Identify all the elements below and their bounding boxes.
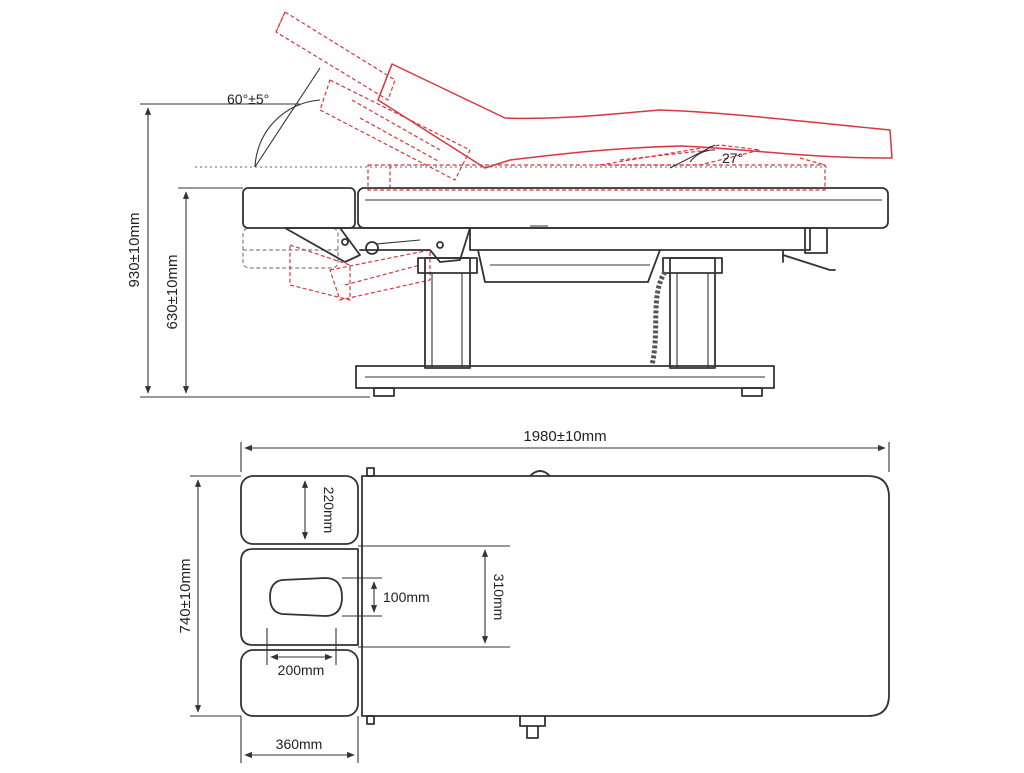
total-height-label: 930±10mm bbox=[126, 213, 143, 288]
face-section bbox=[240, 548, 359, 646]
bottom-handle bbox=[519, 715, 546, 739]
table-frame bbox=[469, 227, 811, 251]
left-foot bbox=[373, 387, 395, 397]
side-view: 60°±5° 27° bbox=[126, 11, 893, 398]
right-foot bbox=[741, 387, 763, 397]
table-height-label: 630±10mm bbox=[164, 255, 181, 330]
head-section-width-label: 360mm bbox=[276, 736, 323, 752]
motor-housing bbox=[477, 249, 661, 283]
right-column-cap bbox=[662, 257, 723, 274]
backrest-angle-label: 27° bbox=[722, 150, 743, 166]
width-label: 740±10mm bbox=[177, 559, 194, 634]
backrest-angle-arc bbox=[689, 149, 716, 163]
headrest-bracket bbox=[284, 227, 361, 263]
table-top-cushion bbox=[357, 187, 889, 229]
armrest-width-label: 200mm bbox=[278, 662, 325, 678]
foot-support bbox=[804, 227, 828, 254]
head-section-label: 310mm bbox=[491, 574, 507, 621]
headrest-angle-label: 60°±5° bbox=[227, 91, 269, 107]
adjust-knob bbox=[365, 241, 379, 255]
lower-armrest bbox=[240, 649, 359, 717]
face-hole-label: 100mm bbox=[383, 589, 430, 605]
headrest-length-label: 220mm bbox=[321, 487, 337, 534]
top-knob bbox=[366, 467, 375, 477]
table-body-top bbox=[361, 475, 890, 717]
headrest-cushion bbox=[242, 187, 356, 229]
top-view: 1980±10mm 220mm 100mm 310mm 200 bbox=[177, 428, 890, 763]
headrest-angle-arc bbox=[254, 99, 321, 168]
base-frame bbox=[355, 365, 775, 389]
upper-armrest bbox=[240, 475, 359, 545]
foot-lever bbox=[782, 254, 836, 271]
face-hole bbox=[269, 577, 343, 617]
length-label: 1980±10mm bbox=[523, 428, 606, 445]
top-handle bbox=[529, 470, 551, 477]
reclined-position-outline bbox=[275, 11, 893, 301]
power-cable bbox=[649, 270, 668, 366]
bottom-knob bbox=[366, 715, 375, 725]
left-column-cap bbox=[417, 257, 478, 274]
